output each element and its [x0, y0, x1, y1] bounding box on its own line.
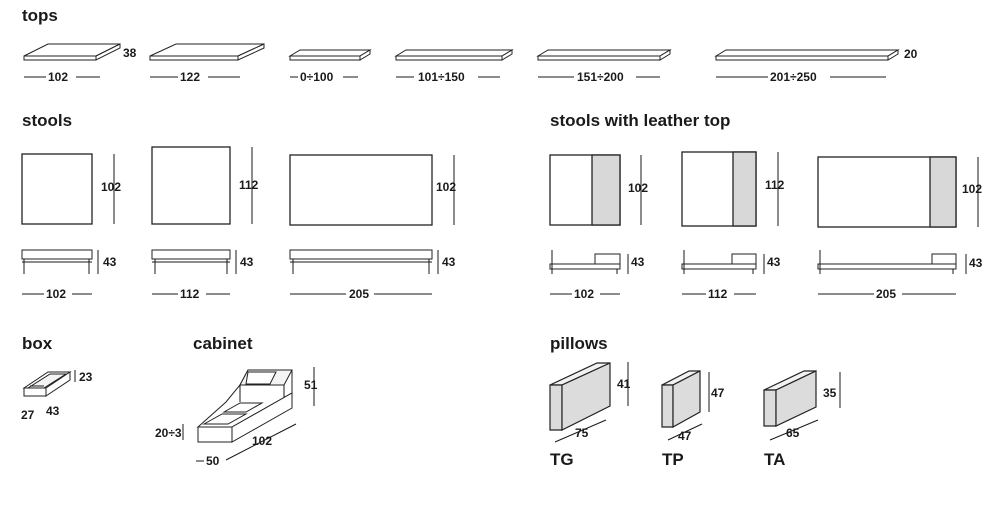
- leather-stool-depth-label: 112: [765, 178, 785, 192]
- pillow-dim-line: [769, 419, 819, 441]
- top-slab-6: [714, 49, 900, 61]
- leather-stool-elevation: [817, 250, 957, 274]
- top-width-label: 101÷150: [418, 70, 465, 84]
- stool-elevation: [21, 249, 93, 274]
- leather-stool-width-label: 205: [876, 287, 896, 301]
- section-title-box: box: [22, 334, 53, 353]
- cabinet-leg-label: 20÷3: [155, 426, 182, 440]
- leather-stool-height-label: 43: [969, 256, 983, 270]
- leather-top-pad: [732, 151, 757, 227]
- top-thickness-label: 20: [904, 47, 918, 61]
- pillow-width-label: 47: [678, 429, 692, 443]
- stool-elevation: [289, 249, 433, 274]
- pillow-code-label: TP: [662, 450, 684, 469]
- box-depth-label: 27: [21, 408, 35, 422]
- box-height-label: 23: [79, 370, 93, 384]
- leather-stool-depth-label: 102: [962, 182, 982, 196]
- cabinet-depth-label: 50: [206, 454, 220, 468]
- stool-height-label: 43: [103, 255, 117, 269]
- pillow-tg-drawing: [549, 362, 611, 431]
- section-title-pillows: pillows: [550, 334, 608, 353]
- leather-stool-depth-label: 102: [628, 181, 648, 195]
- top-slab-2: [149, 43, 265, 61]
- top-width-label: 201÷250: [770, 70, 817, 84]
- stool-width-label: 205: [349, 287, 369, 301]
- leather-stool-width-label: 102: [574, 287, 594, 301]
- leather-stool-width-label: 112: [708, 287, 728, 301]
- leather-stool-height-label: 43: [767, 255, 781, 269]
- top-slab-3: [288, 49, 372, 61]
- stool-width-label: 102: [46, 287, 66, 301]
- section-title-stools: stools: [22, 111, 72, 130]
- section-title-tops: tops: [22, 6, 58, 25]
- pillow-ta-drawing: [763, 370, 817, 427]
- pillow-tp-drawing: [661, 370, 701, 429]
- pillow-height-label: 35: [823, 386, 837, 400]
- top-width-label: 102: [48, 70, 68, 84]
- stool-plan: [21, 153, 93, 225]
- stool-depth-label: 102: [436, 180, 456, 194]
- leather-stool-height-label: 43: [631, 255, 645, 269]
- pillow-code-label: TA: [764, 450, 785, 469]
- top-width-label: 122: [180, 70, 200, 84]
- stool-height-label: 43: [442, 255, 456, 269]
- top-width-label: 151÷200: [577, 70, 624, 84]
- pillow-height-label: 47: [711, 386, 725, 400]
- cabinet-dim-line: [225, 423, 297, 461]
- top-slab-4: [394, 49, 514, 61]
- stool-width-label: 112: [180, 287, 200, 301]
- top-thickness-label: 38: [123, 46, 137, 60]
- stool-plan: [289, 154, 433, 226]
- leather-stool-elevation: [681, 250, 757, 274]
- pillow-width-label: 75: [575, 426, 589, 440]
- cabinet-drawing: [196, 369, 293, 443]
- pillow-dim-line: [667, 423, 703, 441]
- box-drawing: [22, 371, 72, 397]
- leather-top-pad: [591, 154, 621, 226]
- stool-plan: [151, 146, 231, 225]
- section-title-cabinet: cabinet: [193, 334, 253, 353]
- stool-height-label: 43: [240, 255, 254, 269]
- pillow-dim-line: [554, 419, 607, 443]
- pillow-width-label: 65: [786, 426, 800, 440]
- leather-stool-elevation: [549, 250, 621, 274]
- cabinet-length-label: 102: [252, 434, 272, 448]
- pillow-height-label: 41: [617, 377, 631, 391]
- stool-depth-label: 112: [239, 178, 259, 192]
- box-width-label: 43: [46, 404, 60, 418]
- leather-top-pad: [929, 156, 957, 228]
- top-slab-5: [536, 49, 672, 61]
- top-slab-1: [23, 43, 121, 61]
- top-width-label: 0÷100: [300, 70, 334, 84]
- section-title-stools-leather: stools with leather top: [550, 111, 730, 130]
- cabinet-height-label: 51: [304, 378, 318, 392]
- stool-depth-label: 102: [101, 180, 121, 194]
- stool-elevation: [151, 249, 231, 274]
- pillow-code-label: TG: [550, 450, 574, 469]
